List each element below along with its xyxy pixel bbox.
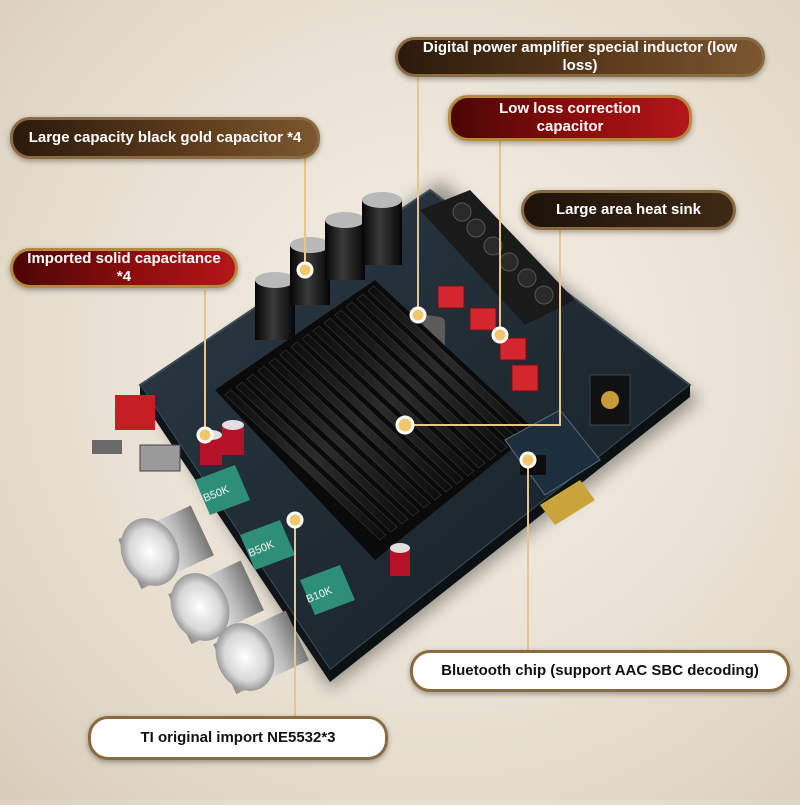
callout-bluetooth-chip: Bluetooth chip (support AAC SBC decoding…	[410, 650, 790, 692]
marker-dots	[196, 261, 537, 529]
speaker-terminal-block	[420, 190, 575, 325]
knob-right	[213, 610, 309, 695]
callout-heat-sink: Large area heat sink	[521, 190, 736, 230]
solid-capacitors	[200, 420, 410, 576]
pcb-edge	[140, 385, 330, 682]
callout-heat-sink-text: Large area heat sink	[555, 201, 702, 218]
heat-sink-fin	[334, 309, 497, 461]
knob-middle	[168, 560, 264, 645]
heat-sink-fin	[224, 389, 387, 541]
knob-left	[118, 505, 214, 590]
heat-sink-fin	[290, 341, 453, 493]
heat-sink-fin	[257, 365, 420, 517]
heat-sink-fin	[279, 349, 442, 501]
heat-sink-fin	[246, 373, 409, 525]
callout-solid-capacitance-text: Imported solid capacitance *4	[27, 250, 221, 285]
heat-sink-fin	[312, 325, 475, 477]
callout-black-gold-capacitor: Large capacity black gold capacitor *4	[10, 117, 320, 159]
callout-solid-capacitance: Imported solid capacitance *4	[10, 248, 238, 288]
callout-inductor-text: Digital power amplifier special inductor…	[422, 39, 738, 74]
callout-ne5532-text: TI original import NE5532*3	[140, 729, 336, 746]
heat-sink-fin	[235, 381, 398, 533]
black-gold-capacitors	[255, 192, 402, 340]
power-switch	[92, 395, 181, 472]
volume-knobs	[118, 505, 309, 695]
leader-lines	[204, 75, 561, 725]
heat-sink-fin	[345, 301, 508, 453]
heat-sink-fin	[268, 357, 431, 509]
heat-sink-fin	[301, 333, 464, 485]
correction-capacitors	[437, 285, 539, 392]
heat-sink-fin	[323, 317, 486, 469]
callout-black-gold-capacitor-text: Large capacity black gold capacitor *4	[28, 129, 302, 146]
potentiometers: B50K B50K B10K	[195, 465, 355, 615]
callout-inductor: Digital power amplifier special inductor…	[395, 37, 765, 77]
callout-correction-capacitor: Low loss correction capacitor	[448, 95, 692, 141]
heat-sink	[215, 280, 535, 560]
callout-ne5532: TI original import NE5532*3	[88, 716, 388, 760]
callout-correction-capacitor-text: Low loss correction capacitor	[499, 100, 641, 135]
audio-jack	[589, 374, 631, 426]
callout-bluetooth-chip-text: Bluetooth chip (support AAC SBC decoding…	[441, 662, 759, 679]
